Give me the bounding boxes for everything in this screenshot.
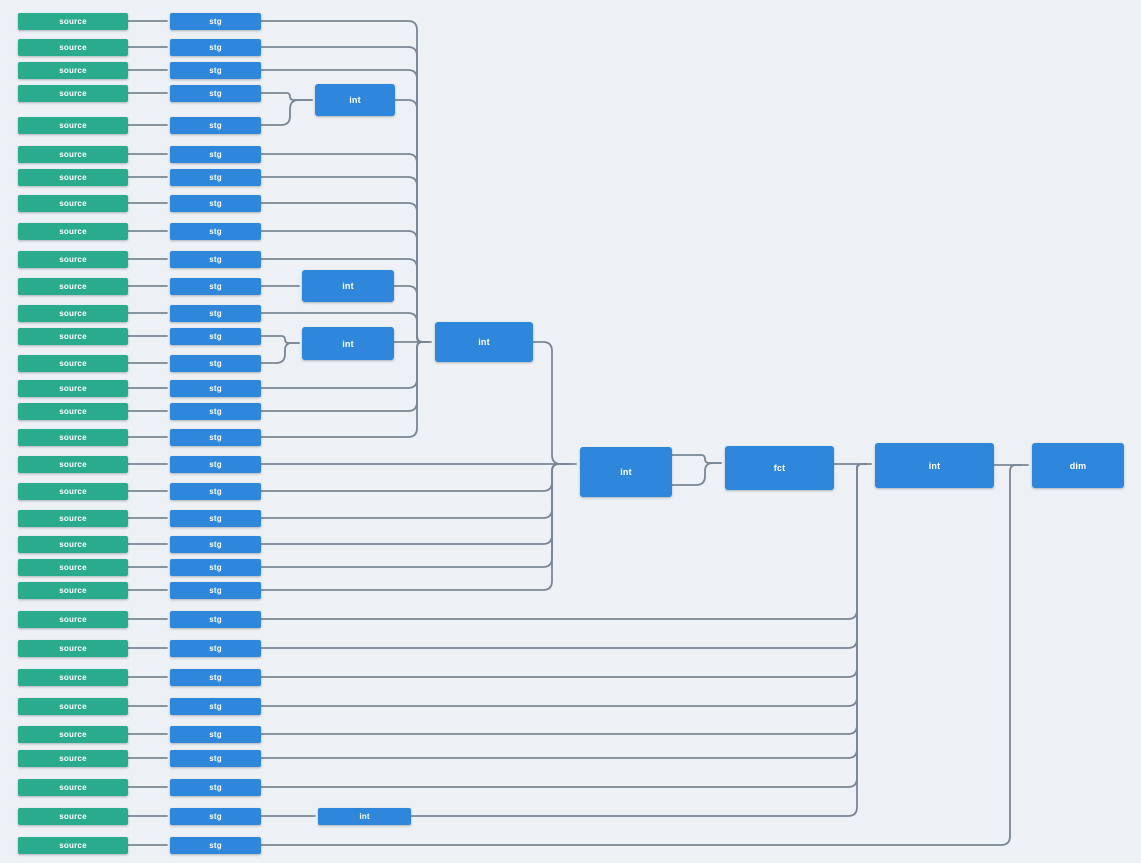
node-stg-28[interactable]: stg [170,725,261,743]
node-source-6[interactable]: source [18,145,128,163]
node-stg-24[interactable]: stg [170,610,261,628]
node-stg-6[interactable]: stg [170,145,261,163]
node-stg-2[interactable]: stg [170,38,261,56]
node-stg-7[interactable]: stg [170,168,261,186]
node-stg-17[interactable]: stg [170,428,261,446]
node-stg-32[interactable]: stg [170,836,261,854]
node-source-18[interactable]: source [18,455,128,473]
node-dim[interactable]: dim [1032,443,1124,488]
node-stg-4[interactable]: stg [170,84,261,102]
node-source-27[interactable]: source [18,697,128,715]
node-stg-3[interactable]: stg [170,61,261,79]
node-stg-22[interactable]: stg [170,558,261,576]
node-int-b[interactable]: int [302,270,394,302]
node-stg-1[interactable]: stg [170,12,261,30]
node-source-8[interactable]: source [18,194,128,212]
node-stg-27[interactable]: stg [170,697,261,715]
node-source-13[interactable]: source [18,327,128,345]
node-stg-31[interactable]: stg [170,807,261,825]
node-source-15[interactable]: source [18,379,128,397]
node-stg-25[interactable]: stg [170,639,261,657]
node-source-20[interactable]: source [18,509,128,527]
node-source-19[interactable]: source [18,482,128,500]
node-fct[interactable]: fct [725,446,834,490]
node-source-21[interactable]: source [18,535,128,553]
node-source-1[interactable]: source [18,12,128,30]
node-stg-11[interactable]: stg [170,277,261,295]
node-stg-8[interactable]: stg [170,194,261,212]
node-source-7[interactable]: source [18,168,128,186]
node-stg-5[interactable]: stg [170,116,261,134]
node-stg-21[interactable]: stg [170,535,261,553]
node-stg-26[interactable]: stg [170,668,261,686]
node-source-2[interactable]: source [18,38,128,56]
node-source-10[interactable]: source [18,250,128,268]
node-int-d[interactable]: int [318,808,411,825]
node-int-c[interactable]: int [302,327,394,360]
node-stg-23[interactable]: stg [170,581,261,599]
node-source-29[interactable]: source [18,749,128,767]
node-source-4[interactable]: source [18,84,128,102]
node-source-30[interactable]: source [18,778,128,796]
node-int-mid[interactable]: int [580,447,672,497]
node-source-12[interactable]: source [18,304,128,322]
node-source-32[interactable]: source [18,836,128,854]
node-source-23[interactable]: source [18,581,128,599]
node-stg-10[interactable]: stg [170,250,261,268]
node-stg-14[interactable]: stg [170,354,261,372]
node-source-25[interactable]: source [18,639,128,657]
node-stg-20[interactable]: stg [170,509,261,527]
node-source-9[interactable]: source [18,222,128,240]
node-stg-15[interactable]: stg [170,379,261,397]
node-stg-9[interactable]: stg [170,222,261,240]
node-stg-12[interactable]: stg [170,304,261,322]
node-stg-16[interactable]: stg [170,402,261,420]
node-int-join[interactable]: int [435,322,533,362]
node-stg-29[interactable]: stg [170,749,261,767]
node-source-22[interactable]: source [18,558,128,576]
node-source-31[interactable]: source [18,807,128,825]
node-stg-30[interactable]: stg [170,778,261,796]
node-source-11[interactable]: source [18,277,128,295]
node-source-26[interactable]: source [18,668,128,686]
node-int-a[interactable]: int [315,84,395,116]
node-source-17[interactable]: source [18,428,128,446]
node-source-5[interactable]: source [18,116,128,134]
node-source-3[interactable]: source [18,61,128,79]
node-source-16[interactable]: source [18,402,128,420]
node-stg-18[interactable]: stg [170,455,261,473]
node-stg-19[interactable]: stg [170,482,261,500]
node-source-14[interactable]: source [18,354,128,372]
node-source-24[interactable]: source [18,610,128,628]
node-stg-13[interactable]: stg [170,327,261,345]
node-source-28[interactable]: source [18,725,128,743]
node-int-final[interactable]: int [875,443,994,488]
